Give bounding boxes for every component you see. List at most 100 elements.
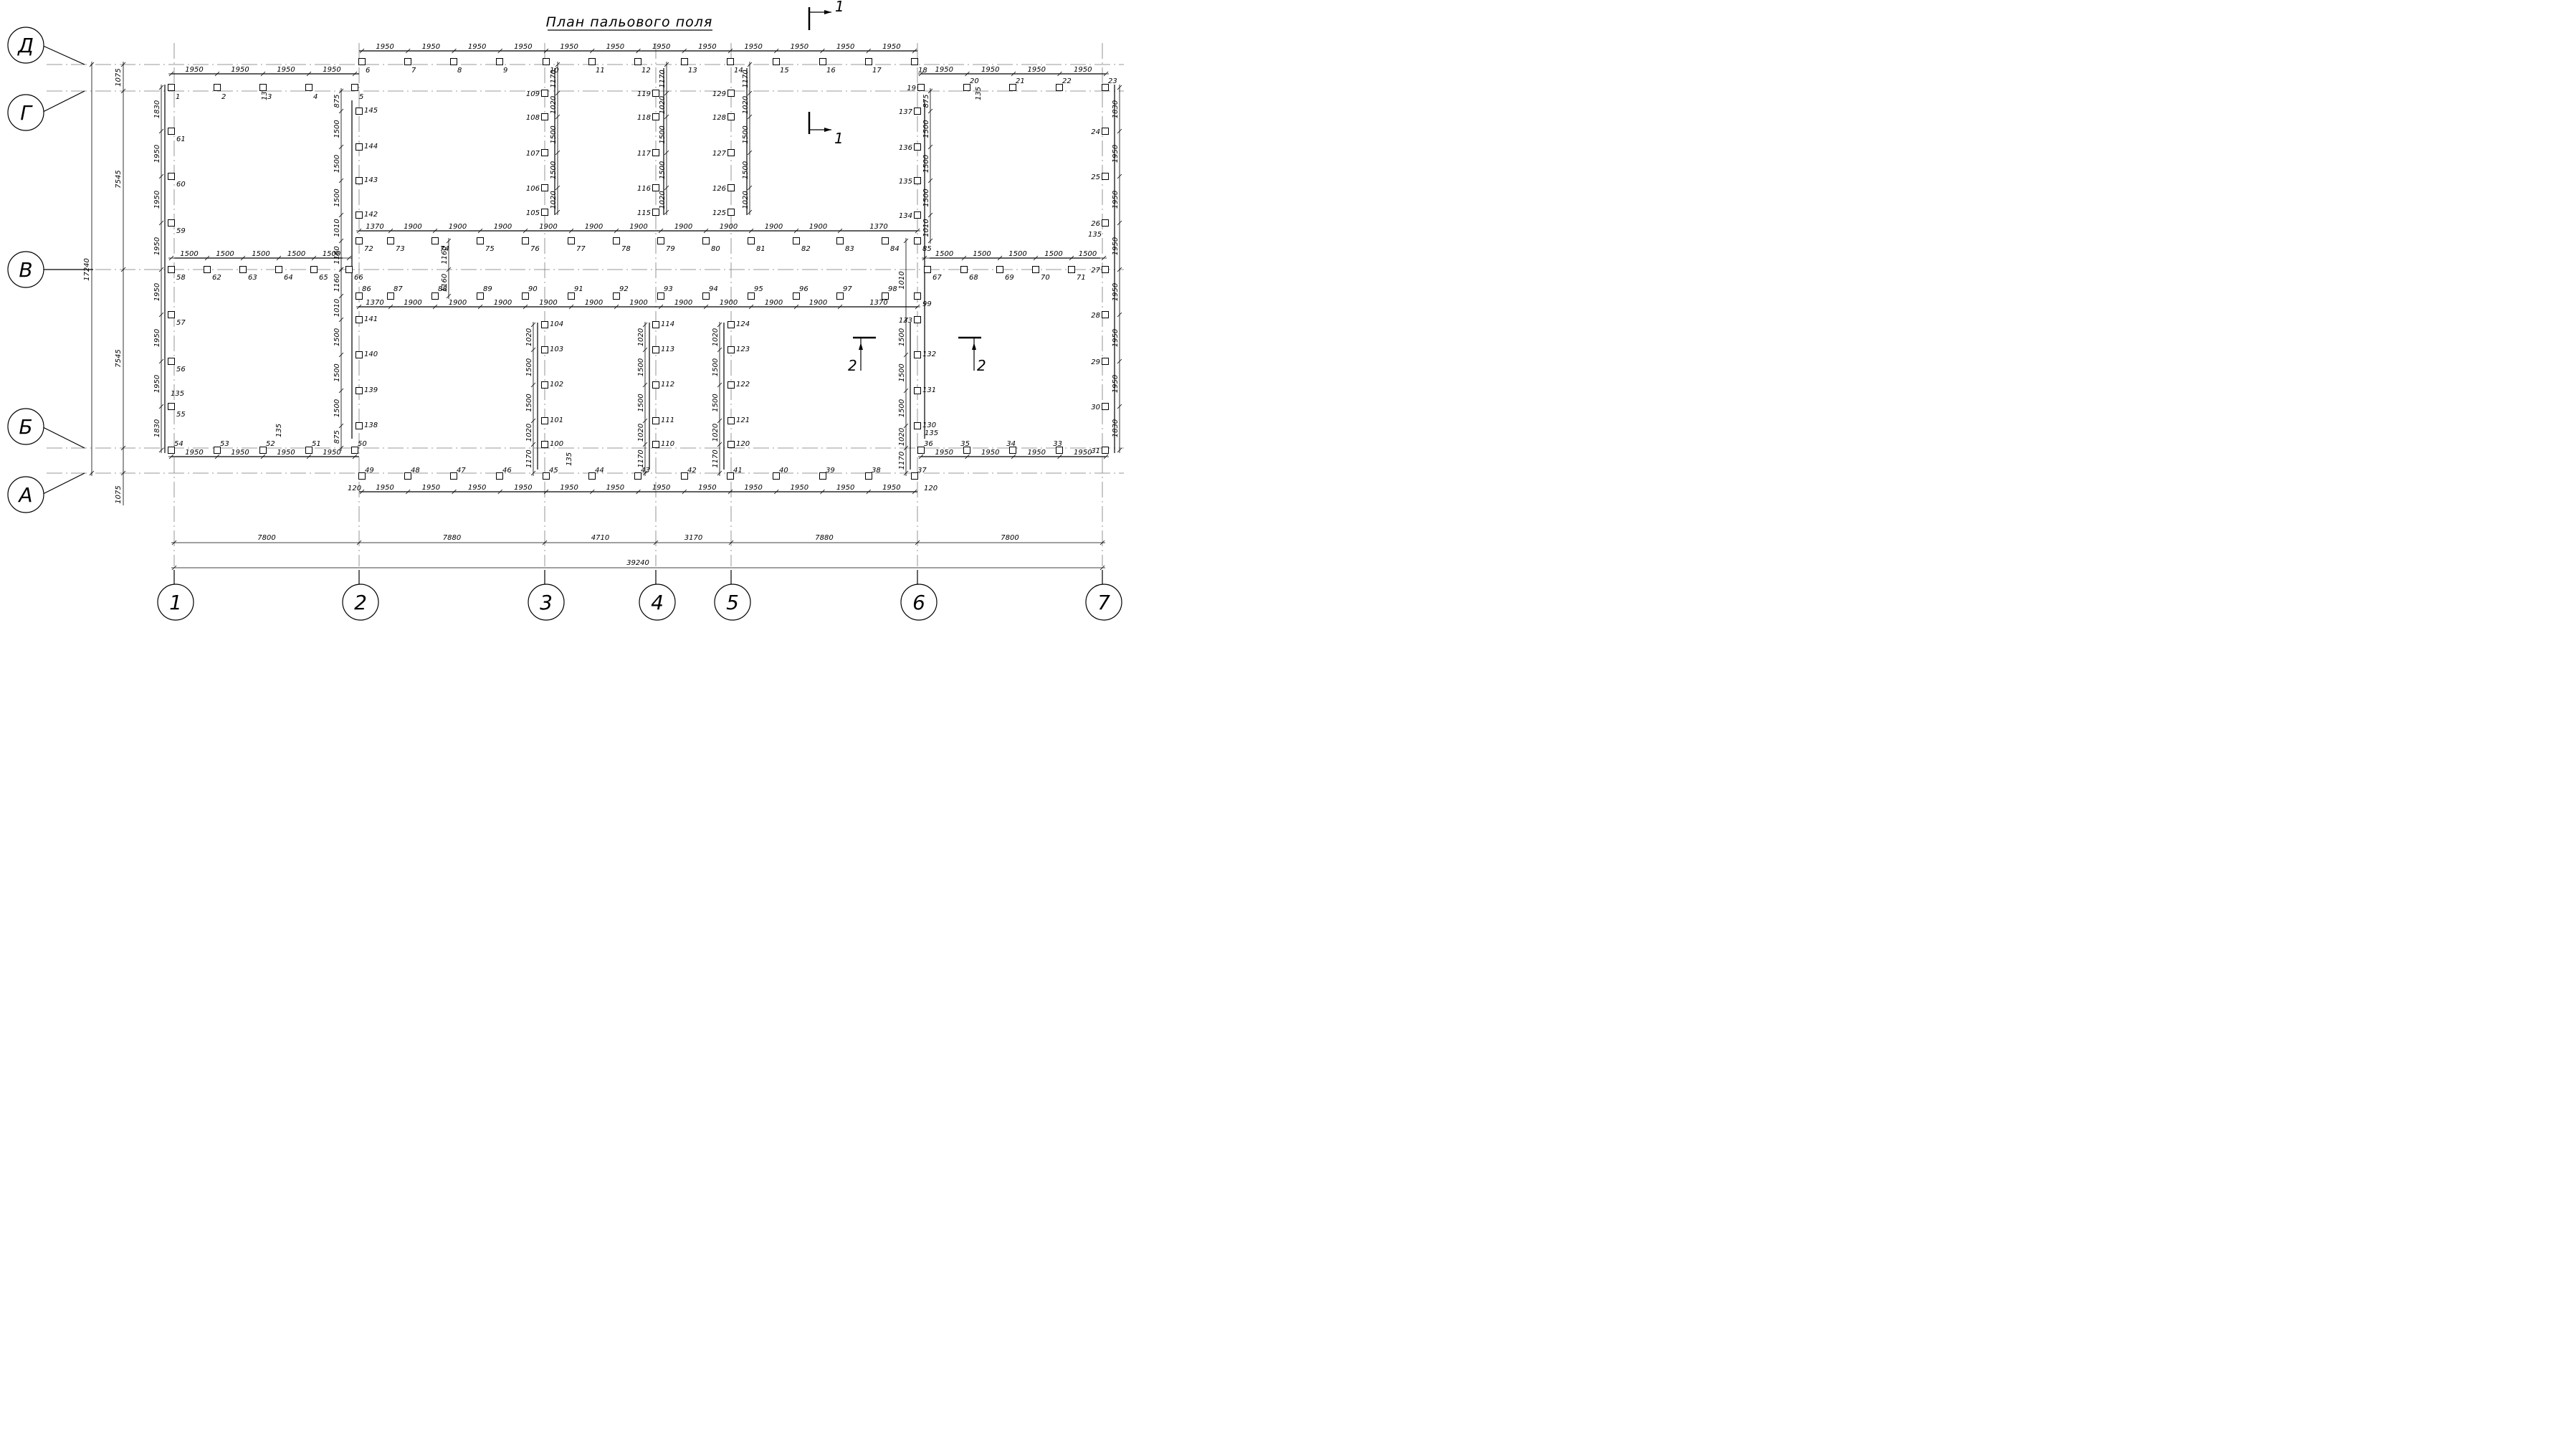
pile: 16 bbox=[819, 58, 836, 75]
pile: 43 bbox=[634, 467, 650, 480]
dim-label: 1500 bbox=[216, 250, 234, 258]
dim-label: 1950 bbox=[153, 283, 161, 301]
pile: 100 bbox=[541, 440, 563, 448]
pile-number: 111 bbox=[661, 416, 674, 424]
pile: 103 bbox=[541, 346, 563, 353]
pile: 131 bbox=[914, 386, 936, 394]
pile: 94 bbox=[702, 285, 718, 300]
bay-spacing-label: 7800 bbox=[1001, 534, 1019, 542]
pile: 26 bbox=[1091, 219, 1109, 228]
pile-number: 49 bbox=[365, 467, 374, 475]
pile-number: 40 bbox=[779, 467, 788, 475]
dim-label: 1020 bbox=[550, 191, 558, 209]
pile-number: 6 bbox=[366, 67, 370, 75]
pile-number: 79 bbox=[666, 245, 675, 253]
pile: 42 bbox=[681, 467, 697, 480]
pile: 89 bbox=[477, 285, 492, 300]
pile-number: 65 bbox=[319, 274, 328, 282]
dim-label: 1160 bbox=[441, 274, 449, 292]
dim-label: 1500 bbox=[637, 358, 645, 376]
pile: 109 bbox=[526, 90, 548, 98]
dim-label: 1170 bbox=[659, 70, 667, 87]
pile-number: 82 bbox=[801, 245, 811, 253]
dim-label: 1500 bbox=[333, 328, 341, 346]
pile-number: 120 bbox=[736, 440, 750, 448]
dim-label: 1950 bbox=[153, 237, 161, 255]
row-axis-label: В bbox=[19, 258, 32, 282]
dim-label: 1500 bbox=[323, 250, 340, 258]
pile: 38 bbox=[865, 467, 881, 480]
pile: 95 bbox=[748, 285, 763, 300]
pile: 46 bbox=[496, 467, 512, 480]
pile-number: 131 bbox=[922, 386, 936, 394]
dim-label: 1500 bbox=[1044, 250, 1062, 258]
pile-number: 93 bbox=[664, 285, 673, 293]
pile: 87 bbox=[387, 285, 403, 300]
pile-number: 59 bbox=[176, 227, 186, 235]
pile: 143 bbox=[356, 176, 378, 184]
dim-label: 1950 bbox=[185, 449, 203, 457]
dim-label: 1370 bbox=[869, 223, 887, 231]
dim-label: 1950 bbox=[836, 43, 854, 51]
pile-number: 72 bbox=[364, 245, 373, 253]
bay-spacing-label: 7880 bbox=[443, 534, 461, 542]
pile-number: 70 bbox=[1041, 274, 1050, 282]
dim-label: 1950 bbox=[422, 43, 440, 51]
dim-label: 1160 bbox=[441, 246, 449, 264]
pile: 55 bbox=[168, 403, 186, 419]
dim-label: 1950 bbox=[882, 484, 900, 492]
pile: 139 bbox=[356, 386, 378, 394]
pile: 83 bbox=[836, 237, 854, 253]
pile-number: 57 bbox=[176, 319, 186, 327]
pile-number: 129 bbox=[712, 90, 726, 98]
dim-label: 1950 bbox=[791, 43, 808, 51]
dim-label: 1500 bbox=[1079, 250, 1097, 258]
dim-label: 1950 bbox=[153, 145, 161, 163]
row-axis-bubble: В bbox=[7, 251, 93, 288]
dim-label: 1020 bbox=[898, 428, 906, 446]
pile-number: 103 bbox=[550, 346, 563, 353]
dim-label: 1900 bbox=[539, 223, 557, 231]
dim-label: 1950 bbox=[1112, 375, 1120, 393]
dim-label: 1170 bbox=[637, 449, 645, 467]
row-spacing-label: 1075 bbox=[115, 68, 123, 86]
section-mark-2-right: 2 bbox=[958, 336, 986, 374]
column-axis-bubble: 6 bbox=[900, 570, 938, 621]
pile: 18 bbox=[911, 58, 927, 75]
dim-label: 1500 bbox=[333, 120, 341, 138]
dim-label: 1500 bbox=[550, 125, 558, 143]
dim-label: 1500 bbox=[333, 399, 341, 417]
pile-number: 139 bbox=[364, 386, 378, 394]
pile: 29 bbox=[1091, 358, 1109, 366]
dim-label: 1160 bbox=[333, 274, 341, 292]
pile-number: 132 bbox=[922, 351, 936, 358]
pile: 130 bbox=[914, 422, 936, 429]
dim-label: 135 bbox=[261, 87, 269, 100]
pile: 25 bbox=[1091, 173, 1109, 181]
pile: 31 bbox=[1091, 447, 1109, 455]
pile: 36 bbox=[917, 440, 933, 454]
pile: 59 bbox=[168, 219, 186, 235]
dim-label: 875 bbox=[333, 94, 341, 108]
svg-text:1: 1 bbox=[835, 0, 844, 15]
pile-number: 113 bbox=[661, 346, 674, 353]
dim-label: 1500 bbox=[742, 125, 750, 143]
dim-label: 1020 bbox=[525, 328, 533, 346]
pile-number: 119 bbox=[637, 90, 651, 98]
pile: 128 bbox=[712, 113, 735, 122]
dim-label: 1950 bbox=[698, 43, 716, 51]
row-spacing-label: 7545 bbox=[115, 170, 123, 188]
bay-spacing-label: 3170 bbox=[684, 534, 702, 542]
pile-number: 90 bbox=[528, 285, 538, 293]
pile-number: 54 bbox=[174, 440, 183, 448]
pile: 41 bbox=[727, 467, 743, 480]
pile: 127 bbox=[712, 149, 735, 158]
pile-number: 126 bbox=[712, 185, 726, 193]
dim-label: 1900 bbox=[674, 223, 692, 231]
pile: 49 bbox=[358, 467, 374, 480]
pile-number: 84 bbox=[890, 245, 900, 253]
row-axis-bubble: Г bbox=[7, 90, 85, 131]
pile: 74 bbox=[431, 237, 449, 253]
pile: 45 bbox=[543, 467, 558, 480]
dim-label: 1370 bbox=[869, 299, 887, 307]
